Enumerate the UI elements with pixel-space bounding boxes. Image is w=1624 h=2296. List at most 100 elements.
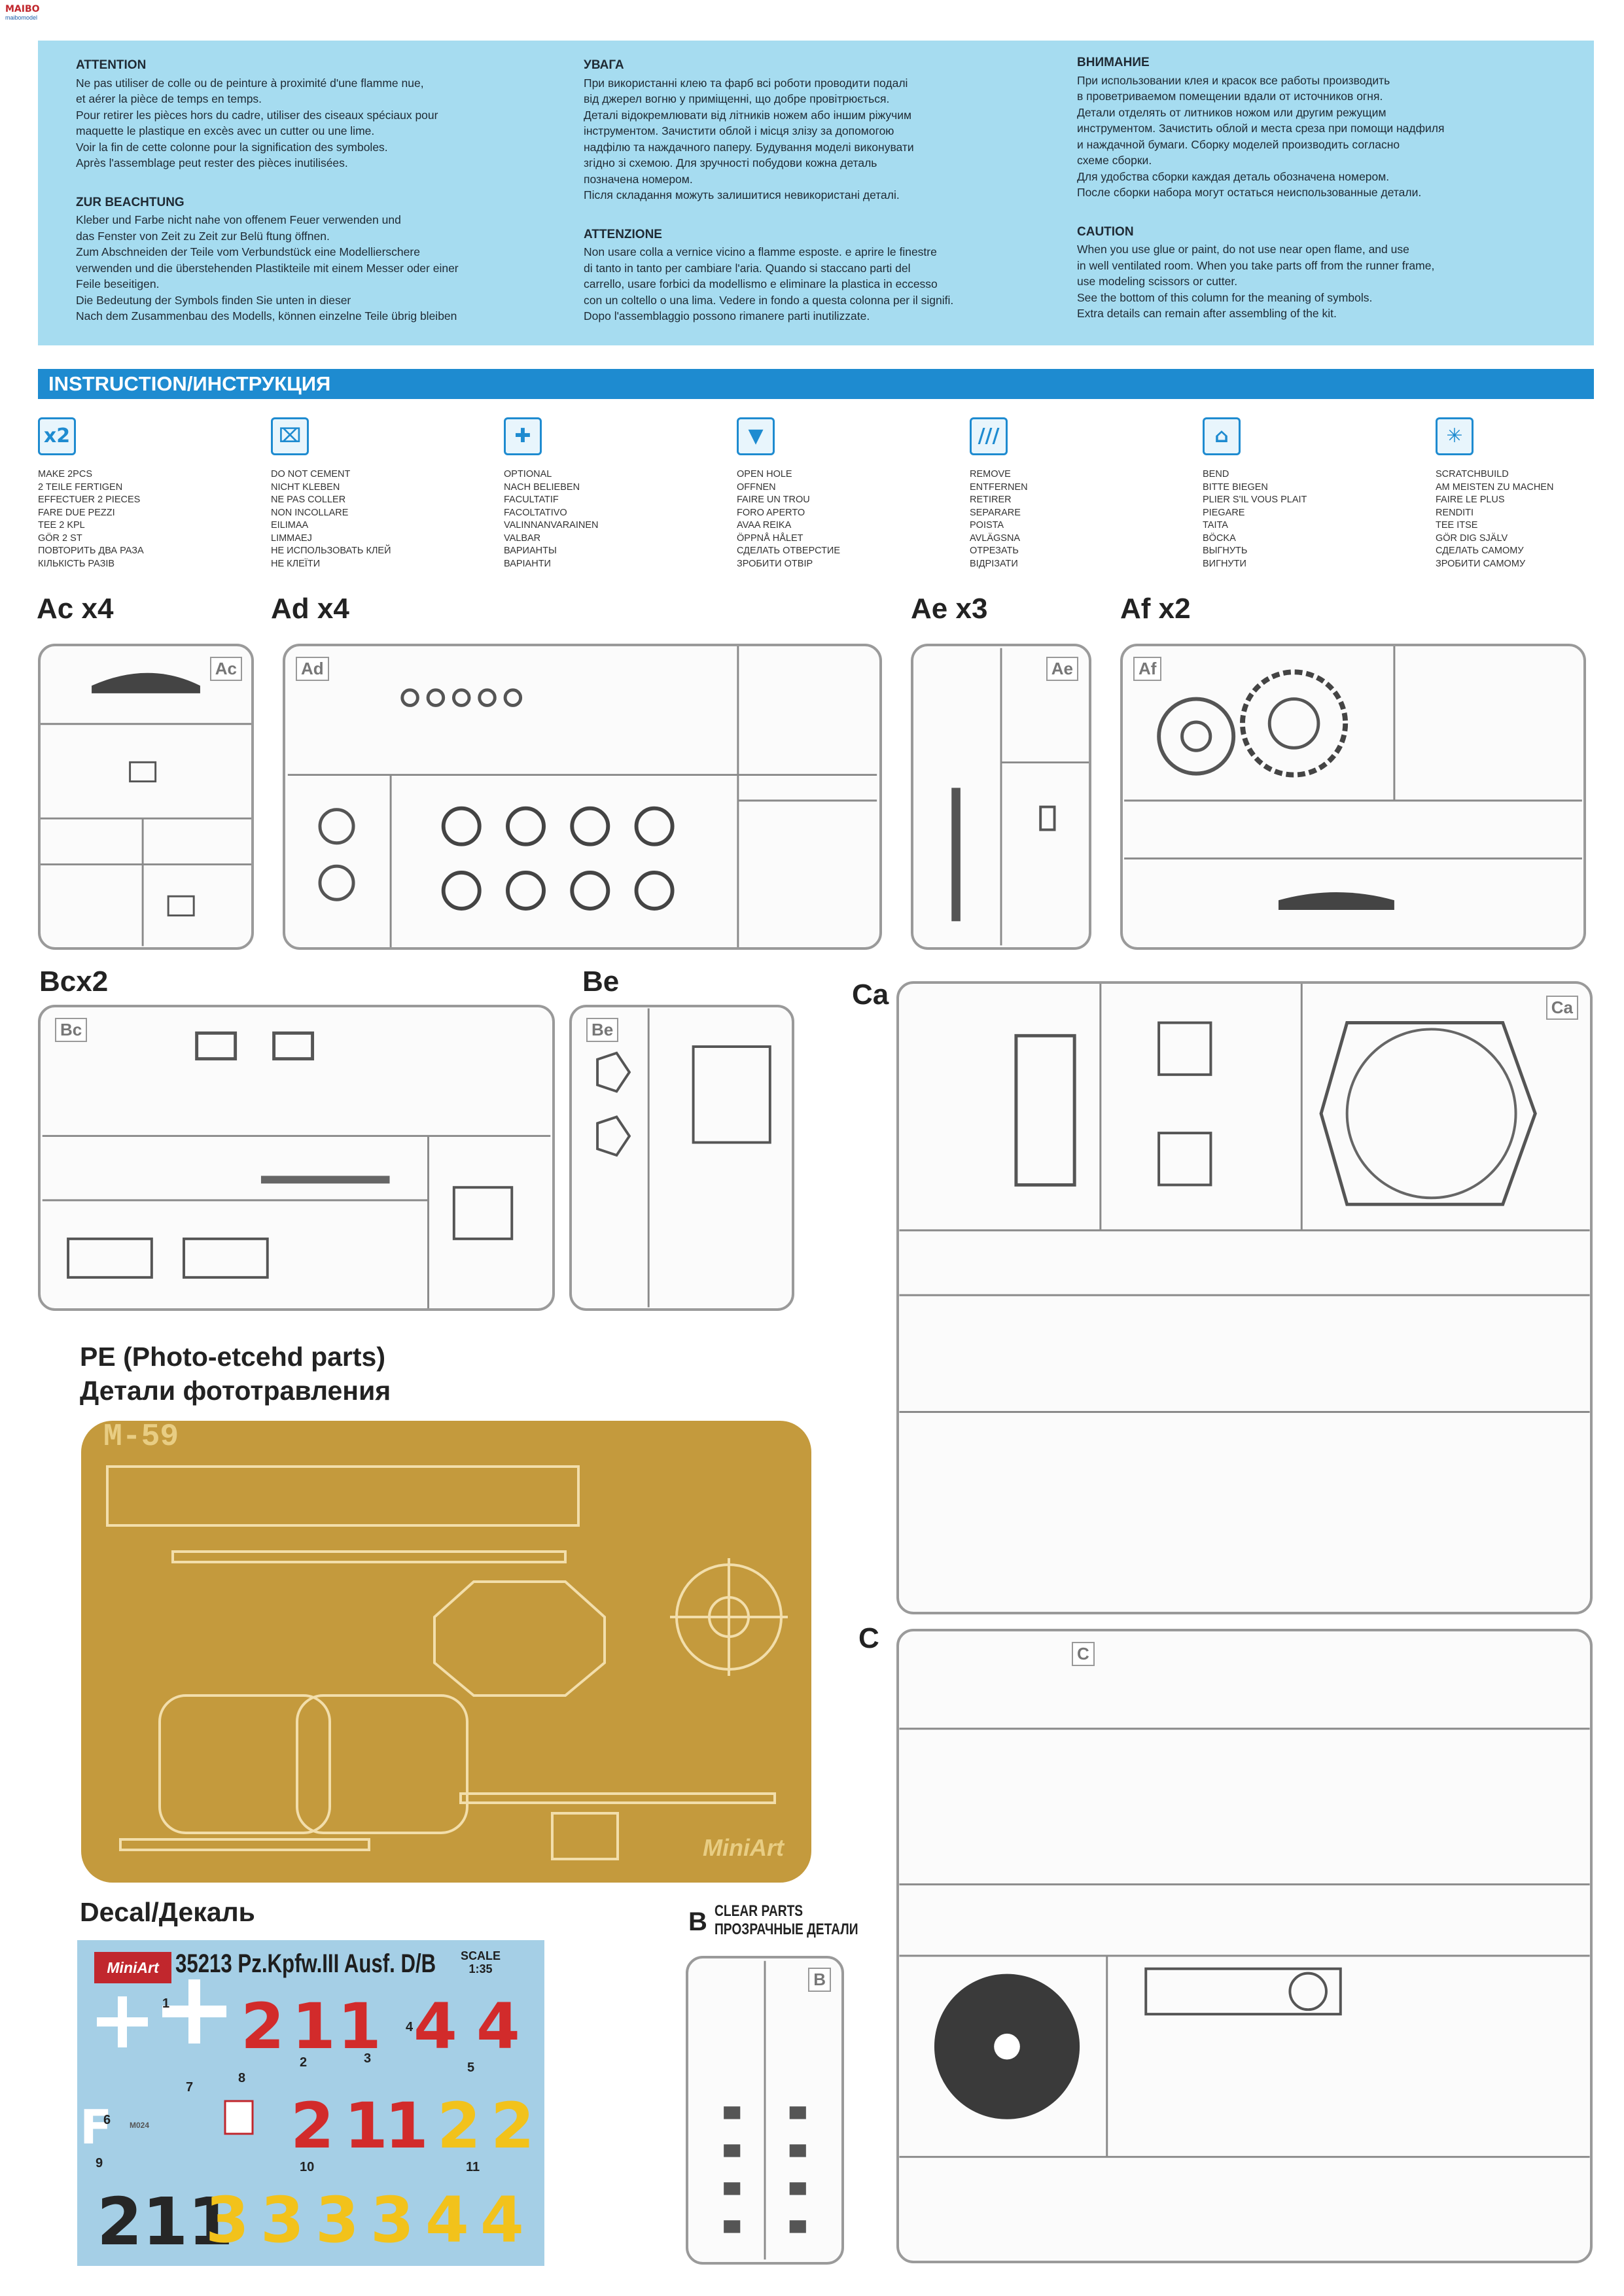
decal-code: M024 (130, 2121, 150, 2130)
sprue-c: C (896, 1629, 1593, 2263)
pe-fret: M-59 MiniArt (81, 1419, 811, 1883)
warnings-col-3: ВНИМАНИЕ При использовании клея и красок… (1077, 55, 1587, 322)
sprue-ad: Ad (283, 644, 882, 950)
sprue-letter-b: B (808, 1968, 831, 1992)
warning-text-ua: При використанні клею та фарб всі роботи… (584, 76, 914, 202)
decal-scale-value: 1:35 (468, 1962, 493, 1975)
symbol-text: SCRATCHBUILD AM MEISTEN ZU MACHEN FAIRE … (1436, 469, 1554, 569)
decal-crosses (97, 1979, 254, 2135)
symbol-optional: ✚ OPTIONAL NACH BELIEBEN FACULTATIF FACO… (504, 417, 720, 570)
sprue-letter-af: Af (1133, 657, 1162, 681)
sprue-title-bc: Bcx2 (39, 965, 109, 998)
clear-title-en: CLEAR PARTS (715, 1902, 803, 1920)
sprue-letter-ad: Ad (296, 657, 329, 681)
decal-yellow-2: 2 (437, 2089, 481, 2163)
decal-red-2: 2 (241, 1990, 285, 2063)
decal-logo: MiniArt (94, 1952, 171, 1983)
warnings-col-2: УВАГА При використанні клею та фарб всі … (584, 58, 1081, 324)
sprue-ae: Ae (911, 644, 1091, 950)
sprue-bc-parts (42, 1031, 551, 1308)
make-2-pcs-icon: x2 (38, 417, 76, 455)
decal-title: Decal/Декаль (80, 1897, 255, 1927)
sprue-letter-bc: Bc (55, 1018, 88, 1042)
pe-title: PE (Photo-etcehd parts) Детали фототравл… (80, 1340, 391, 1408)
decal-mark: 9 (96, 2156, 103, 2170)
sprue-b-parts (724, 1960, 806, 2260)
remove-icon: /// (970, 417, 1008, 455)
warnings-col-1: ATTENTION Ne pas utiliser de colle ou de… (76, 58, 573, 324)
brand-logo: MAIBO maibomodel (5, 4, 44, 22)
bend-icon: ⌂ (1203, 417, 1241, 455)
clear-parts-title: CLEAR PARTS ПРОЗРАЧНЫЕ ДЕТАЛИ (715, 1902, 858, 1939)
pe-brand: MiniArt (703, 1834, 784, 1861)
sprue-bc: Bc (38, 1005, 555, 1311)
decal-mark: 7 (186, 2080, 194, 2095)
sprue-title-ae: Ae x3 (911, 593, 988, 625)
warning-title-ua: УВАГА (584, 58, 624, 72)
pe-title-en: PE (Photo-etcehd parts) (80, 1342, 385, 1372)
symbol-bend: ⌂ BEND BITTE BIEGEN PLIER S'IL VOUS PLAI… (1203, 417, 1419, 570)
clear-letter: B (688, 1907, 707, 1936)
symbol-text: MAKE 2pcs 2 TEILE FERTIGEN EFFECTUER 2 P… (38, 469, 144, 569)
decal-scale: SCALE 1:35 (461, 1949, 501, 1975)
instruction-bar: INSTRUCTION/ИНСТРУКЦИЯ (38, 369, 1594, 399)
sprue-b: B (686, 1956, 844, 2265)
sprue-title-ad: Ad x4 (271, 593, 349, 625)
decal-yellow-2: 2 (491, 2089, 535, 2163)
decal-mark: 1 (162, 1996, 170, 2011)
do-not-cement-icon: ⌧ (271, 417, 309, 455)
decal-mark: 6 (103, 2113, 111, 2127)
decal-yellow-3: 3 (205, 2183, 249, 2257)
symbol-make-2-pcs: x2 MAKE 2pcs 2 TEILE FERTIGEN EFFECTUER … (38, 417, 254, 570)
pe-fret-name: M-59 (103, 1419, 179, 1455)
sprue-ca-parts (899, 984, 1590, 1414)
decal-red-1: 1 (338, 1990, 381, 2063)
brand-name: MAIBO (5, 4, 40, 14)
sprue-c-parts (899, 1728, 1590, 2158)
decal-red-4: 4 (476, 1990, 520, 2063)
sprue-title-ca: Ca (852, 979, 889, 1011)
warnings-box: ATTENTION Ne pas utiliser de colle ou de… (38, 41, 1594, 345)
decal-yellow-3: 3 (315, 2183, 359, 2257)
sprue-ae-parts (951, 648, 1089, 946)
decal-mark: 5 (467, 2061, 475, 2075)
sprue-ac-parts (41, 672, 251, 947)
symbol-text: BEND BITTE BIEGEN PLIER S'IL VOUS PLAIT … (1203, 469, 1307, 569)
symbol-remove: /// REMOVE ENTFERNEN RETIRER SEPARARE PO… (970, 417, 1186, 570)
sprue-ac: Ac (38, 644, 254, 950)
warning-text-it: Non usare colla a vernice vicino a flamm… (584, 245, 954, 322)
warning-title-it: ATTENZIONE (584, 227, 662, 241)
sprue-letter-ca: Ca (1545, 996, 1578, 1020)
symbol-do-not-cement: ⌧ DO NOT CEMENT NICHT KLEBEN NE PAS COLL… (271, 417, 487, 570)
decal-scale-label: SCALE (461, 1949, 501, 1962)
sprue-title-c: C (858, 1622, 879, 1654)
sprue-letter-c: C (1072, 1642, 1095, 1666)
warning-text-ru: При использовании клея и красок все рабо… (1077, 73, 1445, 200)
sprue-ca: Ca (896, 981, 1593, 1614)
symbol-open-hole: ▼ OPEN HOLE OFFNEN FAIRE UN TROU FORO AP… (737, 417, 953, 570)
warning-title-fr: ATTENTION (76, 58, 147, 72)
sprue-title-af: Af x2 (1120, 593, 1191, 625)
decal-red-1: 1 (344, 2089, 388, 2163)
decal-mark: 11 (466, 2160, 480, 2174)
symbol-text: DO NOT CEMENT NICHT KLEBEN NE PAS COLLER… (271, 469, 391, 569)
symbol-text: OPTIONAL NACH BELIEBEN FACULTATIF FACOLT… (504, 469, 599, 569)
decal-yellow-3: 3 (370, 2183, 414, 2257)
pe-title-ru: Детали фототравления (80, 1376, 391, 1406)
warning-title-de: ZUR BEACHTUNG (76, 195, 185, 209)
brand-sub: maibomodel (5, 14, 38, 21)
decal-letter-f: F (80, 2100, 113, 2155)
sprue-af: Af (1120, 644, 1586, 950)
sprue-letter-be: Be (586, 1018, 619, 1042)
decal-black-211: 211 (97, 2183, 234, 2260)
sprue-letter-ac: Ac (209, 657, 242, 681)
warning-title-ru: ВНИМАНИЕ (1077, 56, 1150, 69)
open-hole-icon: ▼ (737, 417, 775, 455)
decal-mark: 2 (300, 2055, 308, 2070)
decal-yellow-3: 3 (260, 2183, 304, 2257)
pe-fret-parts (106, 1465, 788, 1860)
sprue-ad-parts (287, 646, 877, 947)
decal-red-1: 1 (292, 1990, 336, 2063)
decal-mark: 10 (300, 2160, 315, 2174)
clear-title-ru: ПРОЗРАЧНЫЕ ДЕТАЛИ (715, 1921, 858, 1938)
